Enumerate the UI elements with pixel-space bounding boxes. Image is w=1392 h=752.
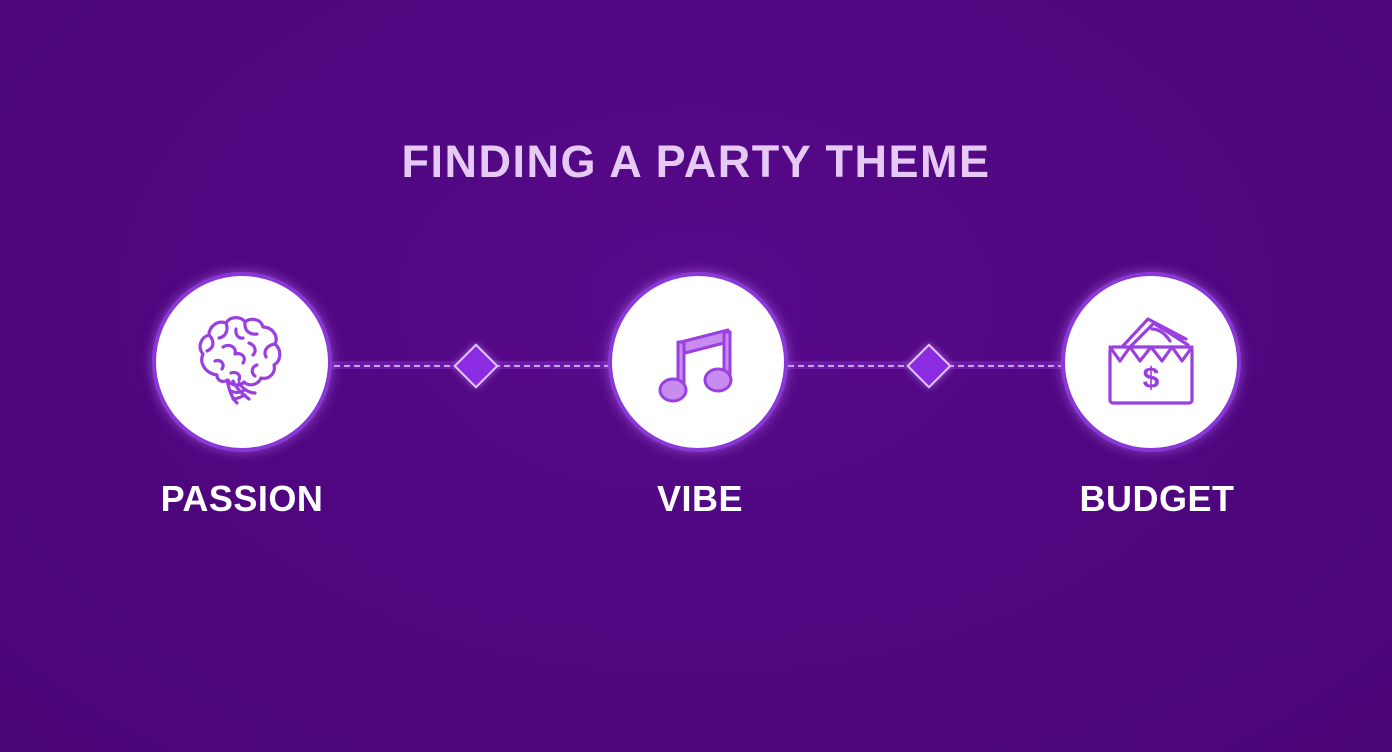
diagram-title: FINDING A PARTY THEME <box>401 136 991 187</box>
step-label-budget: BUDGET <box>1079 478 1235 519</box>
music-note-icon <box>658 328 733 403</box>
money-envelope-icon <box>1108 317 1194 405</box>
connector-diamond-1 <box>453 343 499 389</box>
dollar-sign: $ <box>1142 362 1160 395</box>
banknotes-icon <box>1120 317 1190 349</box>
vibe-node <box>608 272 788 452</box>
passion-node <box>152 272 332 452</box>
step-label-vibe: VIBE <box>656 478 744 519</box>
step-label-passion: PASSION <box>160 478 324 519</box>
connector-diamond-2 <box>906 343 952 389</box>
budget-node: $ <box>1061 272 1241 452</box>
brain-icon <box>198 316 282 405</box>
